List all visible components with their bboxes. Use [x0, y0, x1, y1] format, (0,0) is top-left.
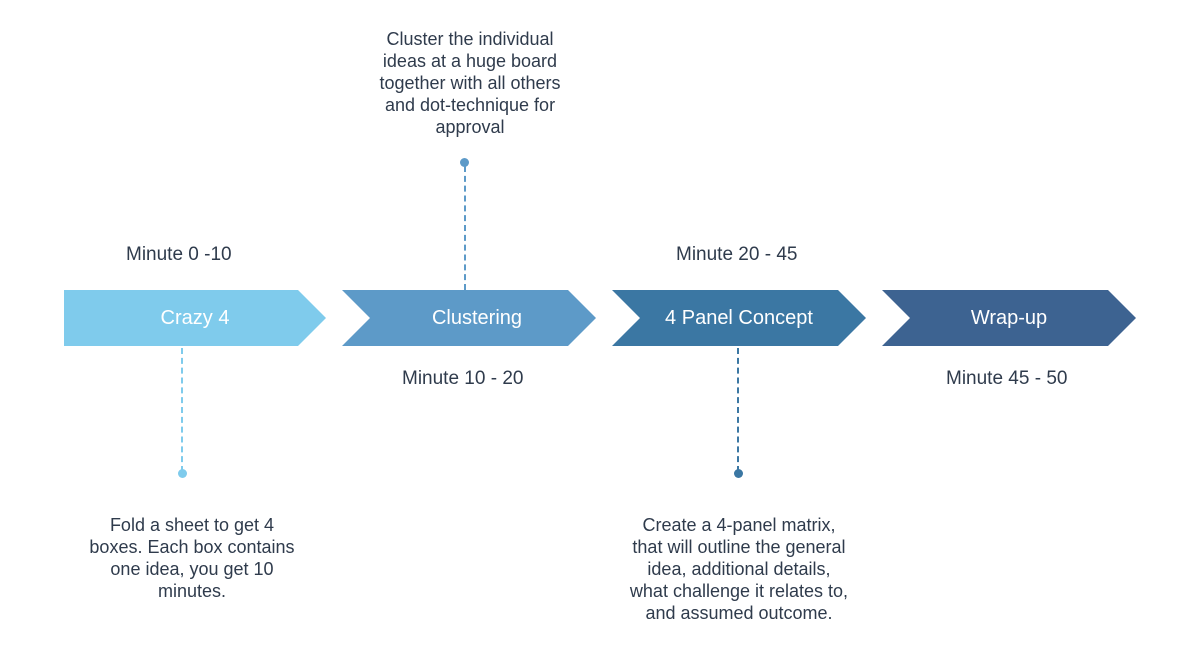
step-wrapup-arrow: Wrap-up — [882, 290, 1136, 346]
description-line: together with all others — [379, 73, 561, 93]
description-line: Fold a sheet to get 4 — [109, 515, 275, 535]
step-crazy4-description: Fold a sheet to get 4 boxes. Each box co… — [72, 514, 312, 602]
description-line: and dot-technique for — [384, 95, 556, 115]
connector-line — [464, 166, 466, 290]
arrow-shape — [612, 290, 866, 346]
arrow-shape — [342, 290, 596, 346]
step-clustering-time: Minute 10 - 20 — [402, 368, 524, 389]
step-label: Crazy 4 — [160, 307, 230, 329]
step-4panel-arrow: 4 Panel Concept — [612, 290, 866, 346]
connector-dot — [178, 469, 187, 478]
step-crazy4-arrow: Crazy 4 — [64, 290, 326, 346]
connector-line — [181, 348, 183, 472]
description-line: minutes. — [157, 581, 227, 601]
description-line: Cluster the individual — [386, 29, 554, 49]
step-clustering-arrow: Clustering — [342, 290, 596, 346]
step-4panel-description: Create a 4-panel matrix, that will outli… — [608, 514, 870, 624]
step-label: Clustering — [431, 307, 523, 329]
description-line: Create a 4-panel matrix, — [642, 515, 836, 535]
step-4panel-time: Minute 20 - 45 — [676, 244, 798, 265]
connector-dot — [460, 158, 469, 167]
step-label: Wrap-up — [970, 307, 1048, 329]
description-line: and assumed outcome. — [645, 603, 833, 623]
description-line: idea, additional details, — [647, 559, 831, 579]
description-line: what challenge it relates to, — [629, 581, 849, 601]
connector-line — [737, 348, 739, 472]
description-line: ideas at a huge board — [382, 51, 558, 71]
step-crazy4-time: Minute 0 -10 — [126, 244, 232, 265]
step-clustering-description: Cluster the individual ideas at a huge b… — [350, 28, 590, 138]
step-label: 4 Panel Concept — [665, 307, 813, 329]
arrow-shape — [882, 290, 1136, 346]
arrow-shape — [64, 290, 326, 346]
step-wrapup-time: Minute 45 - 50 — [946, 368, 1068, 389]
description-line: boxes. Each box contains — [89, 537, 295, 557]
description-line: that will outline the general — [632, 537, 846, 557]
description-line: one idea, you get 10 — [110, 559, 274, 579]
description-line: approval — [435, 117, 505, 137]
connector-dot — [734, 469, 743, 478]
